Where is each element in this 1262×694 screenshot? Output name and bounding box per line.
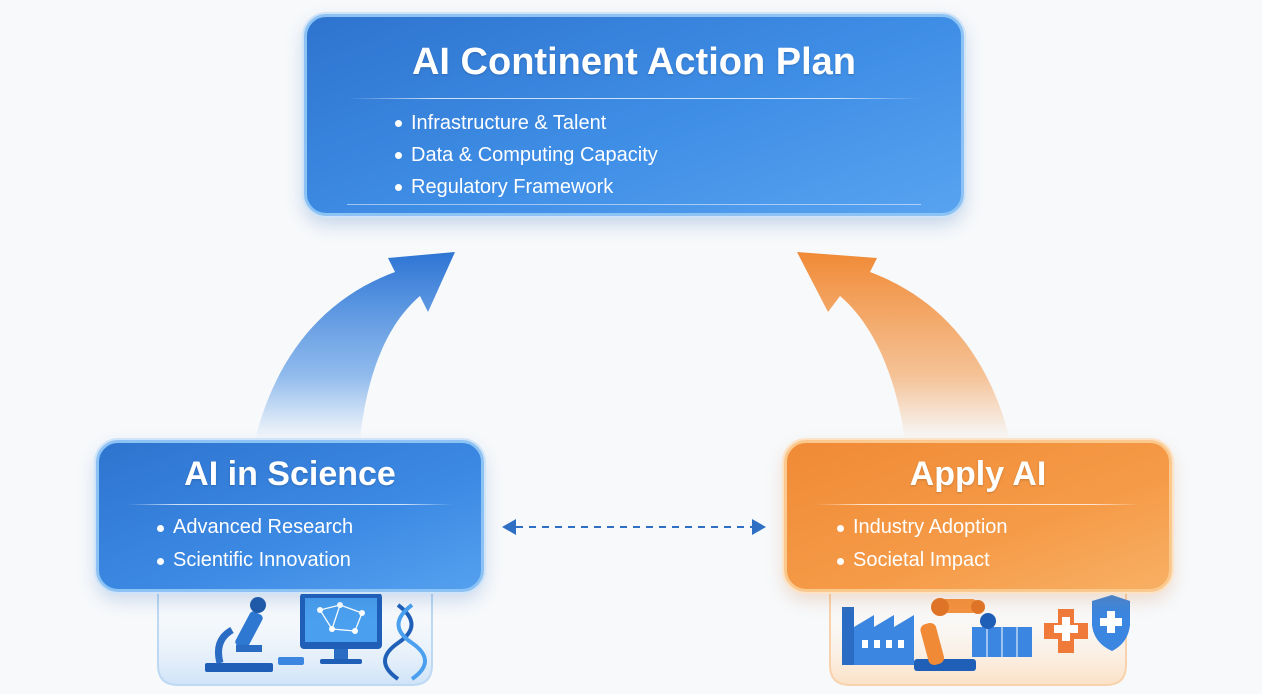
dna-icon [383,603,427,681]
factory-icon [842,607,914,665]
bullet-icon [837,557,844,565]
divider [347,204,921,205]
list-item: Industry Adoption [837,511,1169,544]
action-plan-card: AI Continent Action Plan Infrastructure … [304,14,964,216]
bullet-icon [395,152,402,159]
apply-list: Industry Adoption Societal Impact [837,511,1169,577]
science-list: Advanced Research Scientific Innovation [157,511,481,577]
left-up-arrow [255,252,455,440]
microscope-icon [205,597,273,672]
right-up-arrow [797,252,1010,440]
science-card: AI in Science Advanced Research Scientif… [96,440,484,592]
action-plan-list: Infrastructure & Talent Data & Computing… [395,107,961,203]
list-item: Advanced Research [157,511,481,544]
divider [347,98,921,99]
bidirectional-dashed-arrow [502,519,766,535]
list-item: Data & Computing Capacity [395,139,961,171]
bullet-icon [157,524,164,532]
science-title: AI in Science [184,455,396,493]
apply-title: Apply AI [909,455,1047,493]
list-item: Societal Impact [837,544,1169,577]
bullet-icon [157,557,164,565]
list-item: Infrastructure & Talent [395,107,961,139]
apply-card: Apply AI Industry Adoption Societal Impa… [784,440,1172,592]
shield-icon [1092,595,1130,651]
bullet-icon [837,524,844,532]
list-item: Scientific Innovation [157,544,481,577]
apply-illustration [829,589,1130,686]
bullet-icon [395,184,402,191]
computer-network-icon [278,593,382,665]
medical-cross-icon [1044,609,1088,653]
action-plan-title: AI Continent Action Plan [411,41,856,83]
robot-arm-icon [914,598,1032,671]
list-item: Regulatory Framework [395,171,961,203]
divider [815,504,1141,505]
divider [127,504,453,505]
science-illustration [157,589,433,686]
bullet-icon [395,120,402,127]
